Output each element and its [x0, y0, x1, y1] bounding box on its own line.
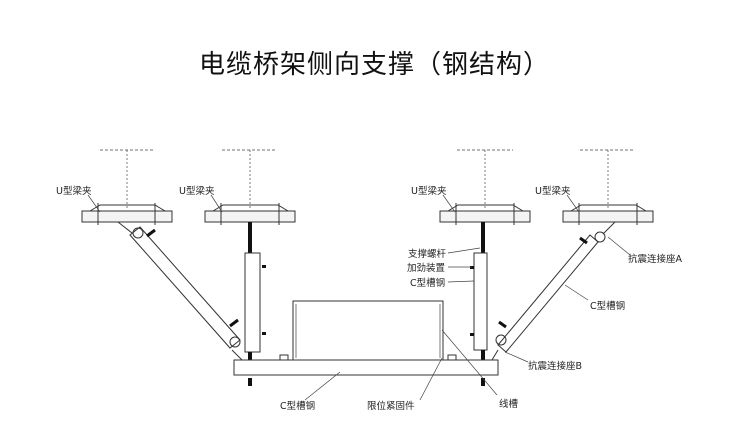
bottom-c-channel — [233, 359, 499, 376]
beam-3 — [457, 149, 513, 208]
label-beam-clamp-1: U型梁夹 — [56, 185, 92, 197]
beam-4 — [580, 149, 635, 208]
beam-2 — [222, 149, 277, 208]
cable-tray — [279, 300, 457, 361]
steel-beams — [100, 149, 635, 208]
diagram-title: 电缆桥架侧向支撑（钢结构） — [198, 50, 550, 80]
label-seismic-seat-a: 抗震连接座A — [628, 253, 683, 265]
beam-clamp-plates — [81, 203, 654, 225]
label-beam-clamp-3: U型梁夹 — [411, 185, 447, 197]
label-limit-fastener: 限位紧固件 — [367, 400, 415, 412]
label-cable-tray: 线槽 — [499, 398, 519, 410]
vertical-support-right — [470, 222, 488, 386]
label-beam-clamp-4: U型梁夹 — [535, 185, 571, 197]
leader-lines — [87, 194, 631, 401]
label-c-channel-bottom: C型槽钢 — [280, 400, 315, 412]
label-c-channel-vertical: C型槽钢 — [410, 277, 445, 289]
diagonal-brace-right — [491, 221, 616, 361]
label-support-rod: 支撑螺杆 — [408, 248, 447, 260]
label-stiffener: 加劲装置 — [407, 262, 445, 274]
label-beam-clamp-2: U型梁夹 — [179, 185, 215, 197]
label-seismic-seat-b: 抗震连接座B — [528, 360, 582, 372]
vertical-support-left — [244, 222, 266, 386]
label-c-channel-diagonal: C型槽钢 — [590, 300, 625, 312]
diagonal-brace-left — [117, 221, 243, 361]
beam-1 — [100, 149, 155, 208]
